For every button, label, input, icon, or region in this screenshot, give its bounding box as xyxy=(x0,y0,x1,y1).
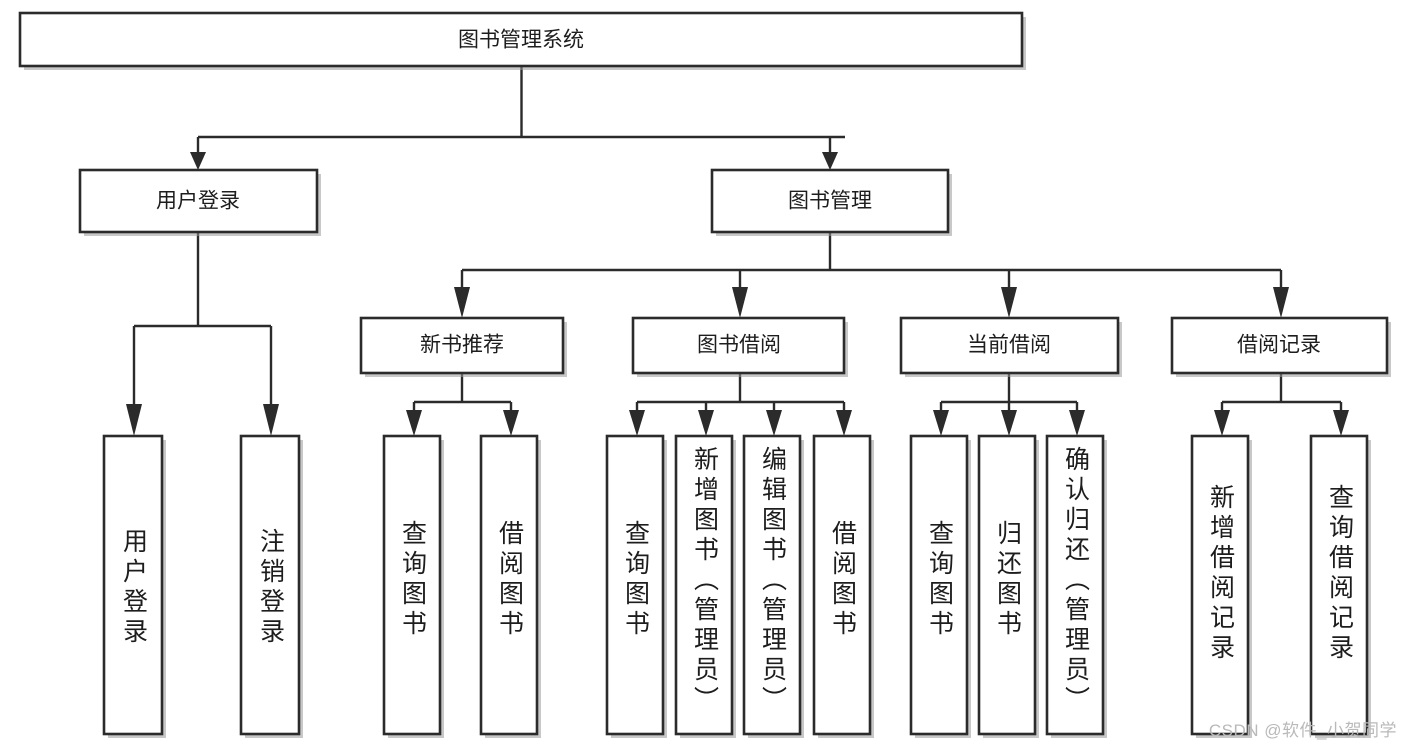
leaf-add-book-box[interactable] xyxy=(674,434,734,736)
arrow-head-leaf-confirm-return xyxy=(1069,410,1085,436)
leaf-borrow-book-2-box[interactable] xyxy=(812,434,872,736)
arrow-head-leaf-user-login xyxy=(126,404,142,436)
leaf-add-record-box[interactable] xyxy=(1190,434,1250,736)
leaf-query-book-1-box[interactable] xyxy=(382,434,442,736)
arrow-head-current-borrow xyxy=(1001,287,1017,318)
arrow-head-leaf-query-book-2 xyxy=(629,410,645,436)
leaf-query-book-2-box[interactable] xyxy=(605,434,665,736)
connector-group xyxy=(126,67,1349,436)
arrow-head-leaf-borrow-book-2 xyxy=(836,410,852,436)
borrow-record-node-label: 借阅记录 xyxy=(1237,334,1321,357)
leaf-borrow-book-1-box[interactable] xyxy=(479,434,539,736)
leaf-edit-book-box[interactable] xyxy=(742,434,802,736)
borrow-record-node-box[interactable] xyxy=(1170,316,1389,375)
arrow-head-user-login xyxy=(190,152,206,170)
root-node-label: 图书管理系统 xyxy=(458,29,584,52)
leaf-confirm-return-box[interactable] xyxy=(1045,434,1105,736)
book-borrow-node-box[interactable] xyxy=(631,316,846,375)
arrow-head-leaf-edit-book xyxy=(766,410,782,436)
book-management-node-label: 图书管理 xyxy=(788,190,872,213)
arrow-head-leaf-logout-login xyxy=(263,404,279,436)
arrow-head-leaf-add-record xyxy=(1214,410,1230,436)
new-book-recommend-node-box[interactable] xyxy=(359,316,565,375)
leaf-return-book-box[interactable] xyxy=(977,434,1037,736)
node-group: 图书管理系统 用户登录 图书管理 新书推荐 图书借阅 当前借阅 借阅记录 xyxy=(18,11,1391,738)
leaf-query-book-3-box[interactable] xyxy=(909,434,969,736)
arrow-head-borrow-record xyxy=(1273,287,1289,318)
arrow-head-leaf-add-book xyxy=(698,410,714,436)
user-login-node-label: 用户登录 xyxy=(156,190,240,213)
new-book-recommend-node-label: 新书推荐 xyxy=(420,334,504,357)
root-node-box[interactable] xyxy=(18,11,1024,68)
arrow-head-leaf-query-record xyxy=(1333,410,1349,436)
current-borrow-node-label: 当前借阅 xyxy=(967,334,1051,357)
leaf-logout-login-box[interactable] xyxy=(239,434,301,736)
arrow-head-leaf-query-book-1 xyxy=(406,410,422,436)
arrow-head-book-management xyxy=(822,152,838,170)
arrow-head-leaf-return-book xyxy=(1001,410,1017,436)
book-management-node-box[interactable] xyxy=(710,168,950,234)
current-borrow-node-box[interactable] xyxy=(899,316,1120,375)
arrow-head-book-borrow xyxy=(732,287,748,318)
arrow-head-leaf-borrow-book-1 xyxy=(503,410,519,436)
csdn-watermark: CSDN @软件_小贺同学 xyxy=(1208,721,1397,740)
leaf-query-record-box[interactable] xyxy=(1309,434,1369,736)
arrow-head-new-book-recommend xyxy=(454,287,470,318)
user-login-node-box[interactable] xyxy=(78,168,319,234)
arrow-head-leaf-query-book-3 xyxy=(933,410,949,436)
book-borrow-node-label: 图书借阅 xyxy=(697,334,781,357)
leaf-user-login-box[interactable] xyxy=(102,434,164,736)
